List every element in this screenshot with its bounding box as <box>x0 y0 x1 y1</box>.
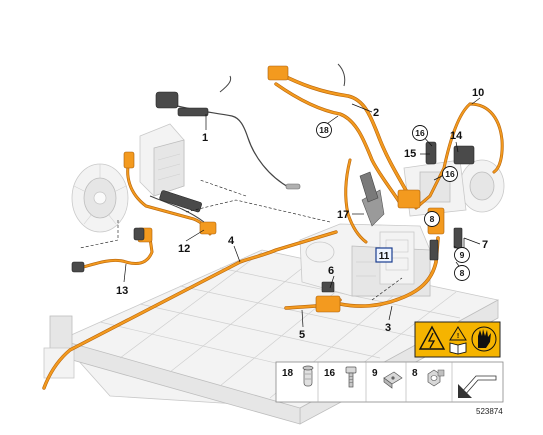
boxed-callout-11[interactable]: 11 <box>375 247 393 263</box>
dashed-reference-lines <box>79 179 403 301</box>
circled-callout-16-upper-label: 16 <box>415 128 425 138</box>
charging-unit-ghost <box>139 123 185 197</box>
clip-nut-icon <box>383 371 403 389</box>
lv-wiring <box>71 63 475 293</box>
parts-arrow-icon <box>458 375 497 398</box>
callout-6[interactable]: 6 <box>328 265 334 277</box>
callout-numbers: 1 2 3 4 5 6 7 10 12 13 14 15 17 <box>116 87 488 341</box>
svg-text:!: ! <box>457 333 459 340</box>
screw-icon <box>345 366 357 388</box>
callout-17[interactable]: 17 <box>337 209 349 221</box>
circled-callout-8-upper-label: 8 <box>430 214 435 224</box>
parts-legend: 18 16 9 <box>275 361 504 416</box>
legend-item-8-number: 8 <box>412 368 418 379</box>
power-electronics-ghost <box>299 223 431 297</box>
callout-5[interactable]: 5 <box>299 329 305 341</box>
legend-item-9-number: 9 <box>372 368 378 379</box>
hv-cables <box>42 65 504 390</box>
glove-caution-icon <box>471 326 497 352</box>
legend-item-arrow[interactable] <box>458 375 497 398</box>
electric-motor-ghost <box>71 163 129 233</box>
callout-4[interactable]: 4 <box>228 235 235 247</box>
circled-callout-8-lower[interactable]: 8 <box>454 265 470 281</box>
legend-item-16[interactable]: 16 <box>324 366 357 388</box>
callout-15[interactable]: 15 <box>404 148 416 160</box>
circled-callouts: 18 16 16 8 9 8 <box>316 122 470 281</box>
circled-callout-16-lower[interactable]: 16 <box>442 166 458 182</box>
high-voltage-warning-icon <box>418 325 446 350</box>
circled-callout-8-lower-label: 8 <box>460 268 465 278</box>
circled-callout-16-lower-label: 16 <box>445 169 455 179</box>
boxed-callout-11-label: 11 <box>379 251 390 262</box>
callout-13[interactable]: 13 <box>116 285 128 297</box>
circled-callout-18-label: 18 <box>319 125 329 135</box>
circled-callout-18[interactable]: 18 <box>316 122 332 138</box>
callout-14[interactable]: 14 <box>450 130 463 142</box>
circled-callout-16-upper[interactable]: 16 <box>412 125 428 141</box>
circled-callout-9-label: 9 <box>460 250 465 260</box>
callout-2[interactable]: 2 <box>373 107 379 119</box>
catalog-number: 523874 <box>476 407 503 416</box>
legend-item-9[interactable]: 9 <box>372 368 403 389</box>
callout-3[interactable]: 3 <box>385 322 391 334</box>
circled-callout-9[interactable]: 9 <box>454 247 470 263</box>
callout-12[interactable]: 12 <box>178 243 190 255</box>
legend-item-8[interactable]: 8 <box>412 368 445 387</box>
hv-warning-label: ! <box>414 321 501 358</box>
hex-nut-icon <box>427 369 445 387</box>
manual-book-icon: ! <box>449 326 467 355</box>
callout-7[interactable]: 7 <box>482 239 488 251</box>
legend-item-18-number: 18 <box>282 368 294 379</box>
circled-callout-8-upper[interactable]: 8 <box>424 211 440 227</box>
callout-1[interactable]: 1 <box>202 132 208 144</box>
push-clip-icon <box>302 365 314 387</box>
legend-item-16-number: 16 <box>324 368 336 379</box>
legend-item-18[interactable]: 18 <box>282 365 314 387</box>
callout-10[interactable]: 10 <box>472 87 484 99</box>
